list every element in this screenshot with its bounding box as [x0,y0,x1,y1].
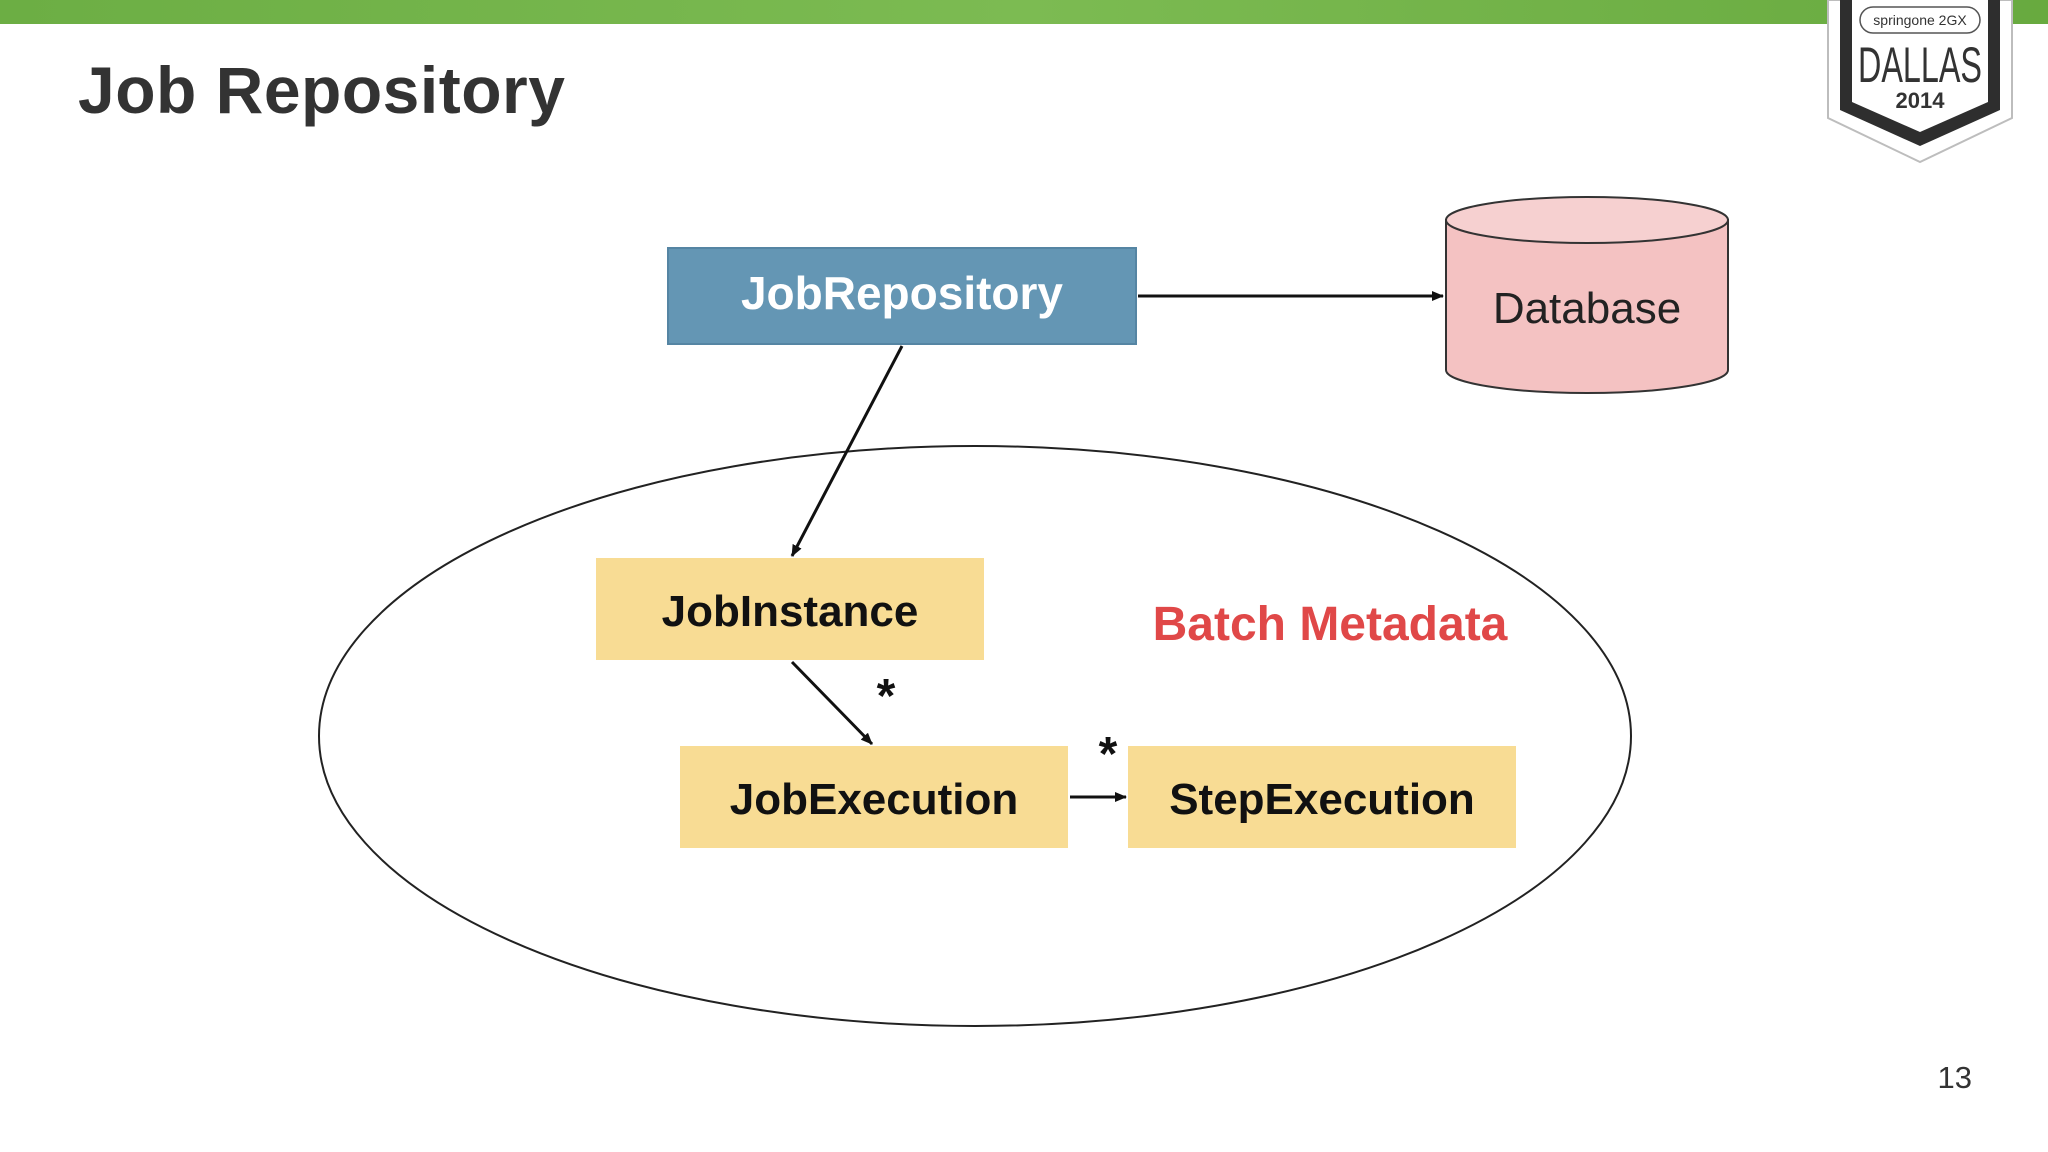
badge-year-text: 2014 [1896,88,1946,113]
database-top [1445,196,1729,244]
slide-title: Job Repository [78,53,566,127]
job-execution-box [680,746,1068,848]
batch-metadata-label: Batch Metadata [1153,598,1508,651]
execution-step-multiplicity: * [1099,728,1118,781]
step-execution-box [1128,746,1516,848]
instance-execution-multiplicity: * [877,670,896,723]
step-execution-label: StepExecution [1169,775,1475,824]
instance-to-execution-arrow [790,660,874,746]
badge-brand-text: springone 2GX [1873,12,1967,28]
job-repository-box [667,247,1137,345]
batch-metadata-region [318,445,1632,1027]
badge-city-text: DALLAS [1858,37,1982,93]
database-body [1445,219,1729,394]
conference-badge: springone 2GX DALLAS 2014 [1827,0,2013,164]
database-cylinder [1445,196,1729,394]
badge-brand-pill [1859,6,1981,34]
job-execution-label: JobExecution [730,775,1019,824]
repository-to-instance-arrow [790,345,904,557]
database-label: Database [1493,284,1681,333]
page-number: 13 [1937,1060,1972,1095]
job-instance-box [596,558,984,660]
job-repository-label: JobRepository [741,267,1063,319]
job-instance-label: JobInstance [662,587,919,636]
top-accent-bar [0,0,2048,24]
